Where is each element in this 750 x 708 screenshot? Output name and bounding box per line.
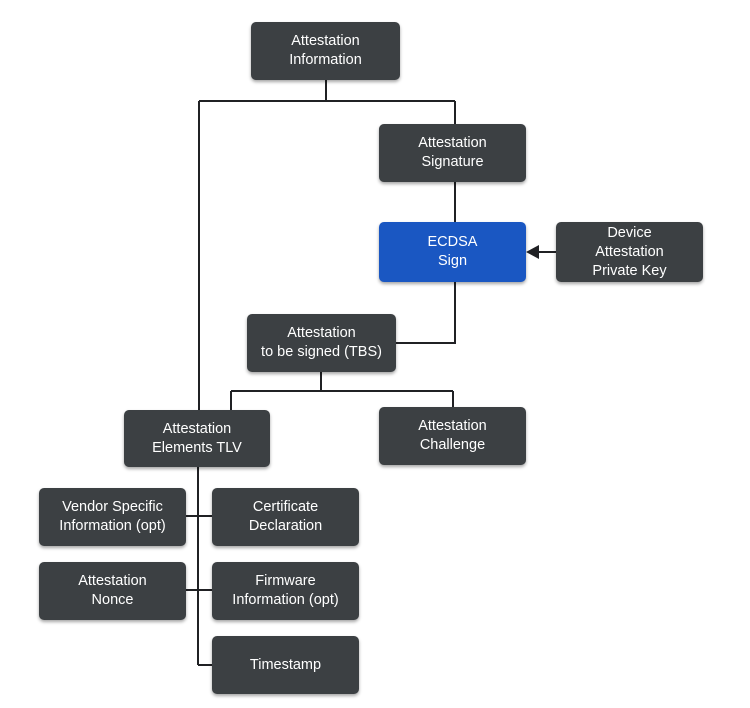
node-attestation-nonce: Attestation Nonce <box>39 562 186 620</box>
node-firmware-information: Firmware Information (opt) <box>212 562 359 620</box>
node-device-attestation-private-key: Device Attestation Private Key <box>556 222 703 282</box>
connector-ecdsa-to-tbs <box>396 282 456 344</box>
node-attestation-signature: Attestation Signature <box>379 124 526 182</box>
node-attestation-challenge: Attestation Challenge <box>379 407 526 465</box>
arrowhead <box>526 245 539 259</box>
node-vendor-specific-information: Vendor Specific Information (opt) <box>39 488 186 546</box>
node-attestation-information: Attestation Information <box>251 22 400 80</box>
node-attestation-elements-tlv: Attestation Elements TLV <box>124 410 270 467</box>
node-timestamp: Timestamp <box>212 636 359 694</box>
node-certificate-declaration: Certificate Declaration <box>212 488 359 546</box>
node-ecdsa-sign: ECDSA Sign <box>379 222 526 282</box>
node-attestation-tbs: Attestation to be signed (TBS) <box>247 314 396 372</box>
